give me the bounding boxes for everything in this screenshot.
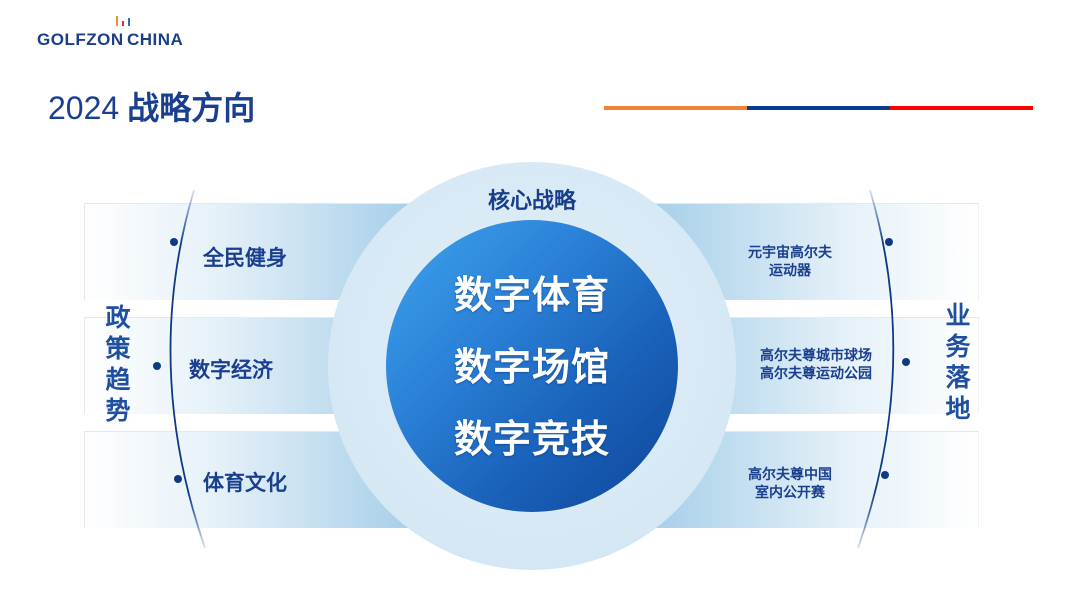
right-bracket-arc (857, 189, 895, 549)
left-arc-dot-2 (153, 362, 161, 370)
left-bracket-arc (169, 189, 206, 549)
divider-segment-red (890, 106, 1033, 110)
left-arc-dot-3 (174, 475, 182, 483)
core-item-digital-esports: 数字竞技 (453, 417, 611, 461)
core-item-digital-venues: 数字场馆 (453, 345, 611, 389)
logo-bar-blue (128, 18, 130, 26)
right-arc-dot-3 (881, 471, 889, 479)
title-main: 战略方向 (127, 89, 256, 127)
business-landing-label: 业 务 落 地 (945, 301, 971, 423)
tricolor-divider (604, 106, 1033, 110)
core-strategy-inner-circle (386, 220, 678, 512)
logo-bar-red (122, 21, 124, 26)
business-item-indoor-open: 高尔夫尊中国 室内公开赛 (748, 467, 832, 501)
logo-text-china: CHINA (127, 30, 184, 49)
left-arc-dot-1 (170, 238, 178, 246)
business-item-metaverse-golf: 元宇宙高尔夫 运动器 (748, 245, 832, 279)
logo-bar-orange (116, 16, 118, 26)
core-item-digital-sports: 数字体育 (453, 273, 611, 317)
divider-segment-orange (604, 106, 747, 110)
logo-text-golfzon: GOLFZON (37, 30, 124, 49)
policy-item-national-fitness: 全民健身 (203, 246, 287, 270)
policy-item-digital-economy: 数字经济 (189, 358, 273, 382)
right-arc-dot-1 (885, 238, 893, 246)
policy-item-sports-culture: 体育文化 (203, 471, 287, 495)
divider-segment-navy (747, 106, 890, 110)
core-strategy-title: 核心战略 (487, 189, 577, 214)
right-arc-dot-2 (902, 358, 910, 366)
policy-trend-label: 政 策 趋 势 (105, 303, 131, 425)
business-item-city-course-park: 高尔夫尊城市球场 高尔夫尊运动公园 (760, 348, 872, 382)
title-year: 2024 (48, 90, 120, 126)
logo-bars-icon (115, 14, 130, 26)
